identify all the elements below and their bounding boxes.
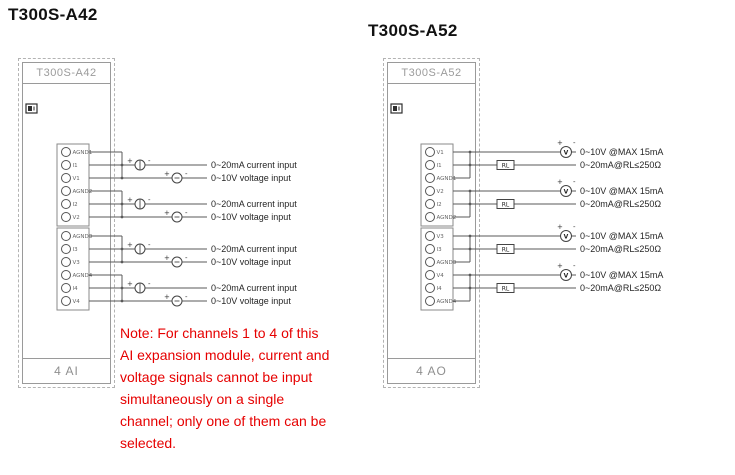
minus-sign: - [185, 254, 188, 262]
minus-sign: - [573, 139, 576, 147]
voltmeter-letter: V [564, 188, 569, 195]
minus-sign: - [185, 209, 188, 217]
voltage-output-label: 0~10V @MAX 15mA [580, 270, 663, 280]
voltage-source-symbol [171, 295, 183, 307]
plus-sign: + [557, 262, 563, 270]
minus-sign: - [185, 170, 188, 178]
current-source-symbol [134, 198, 146, 210]
title-a52: T300S-A52 [368, 21, 458, 40]
load-resistor-box [496, 283, 515, 293]
voltage-input-label: 0~10V voltage input [211, 212, 291, 222]
minus-sign: - [148, 157, 151, 165]
module-a52: T300S-A52 4 AO [383, 58, 480, 388]
voltage-input-label: 0~10V voltage input [211, 257, 291, 267]
junction-dot [120, 215, 124, 219]
module-a52-header-label: T300S-A52 [388, 63, 475, 84]
voltage-output-label: 0~10V @MAX 15mA [580, 231, 663, 241]
module-a42-footer-label: 4 AI [23, 358, 110, 383]
minus-sign: - [148, 280, 151, 288]
plus-sign: + [164, 293, 170, 301]
load-resistor-box [496, 199, 515, 209]
current-input-label: 0~20mA current input [211, 244, 297, 254]
voltage-source-symbol [171, 172, 183, 184]
module-a42: T300S-A42 4 AI [18, 58, 115, 388]
voltmeter-symbol [560, 185, 572, 197]
load-resistor-box [496, 160, 515, 170]
voltmeter-letter: V [564, 272, 569, 279]
plus-sign: + [164, 209, 170, 217]
plus-sign: + [127, 280, 133, 288]
minus-sign: - [573, 223, 576, 231]
plus-sign: + [127, 157, 133, 165]
voltage-source-symbol [171, 211, 183, 223]
module-a52-frame: T300S-A52 4 AO [387, 62, 476, 384]
voltmeter-symbol [560, 230, 572, 242]
voltage-output-label: 0~10V @MAX 15mA [580, 186, 663, 196]
module-a42-frame: T300S-A42 4 AI [22, 62, 111, 384]
note-line-1: Note: For channels 1 to 4 of this [120, 325, 319, 341]
voltage-input-label: 0~10V voltage input [211, 173, 291, 183]
module-a52-footer-label: 4 AO [388, 358, 475, 383]
voltmeter-symbol [560, 146, 572, 158]
junction-dot [120, 286, 124, 290]
junction-dot [120, 299, 124, 303]
plus-sign: + [164, 170, 170, 178]
junction-dot [120, 260, 124, 264]
voltmeter-letter: V [564, 233, 569, 240]
note-line-6: selected. [120, 435, 177, 451]
module-a42-header-label: T300S-A42 [23, 63, 110, 84]
voltage-source-symbol [171, 256, 183, 268]
voltage-output-label: 0~10V @MAX 15mA [580, 147, 663, 157]
plus-sign: + [127, 196, 133, 204]
plus-sign: + [557, 223, 563, 231]
junction-dot [120, 202, 124, 206]
current-source-symbol [134, 282, 146, 294]
current-output-label: 0~20mA@RL≤250Ω [580, 283, 661, 293]
current-input-label: 0~20mA current input [211, 199, 297, 209]
junction-dot [120, 176, 124, 180]
note-line-3: voltage signals cannot be input [120, 369, 313, 385]
current-output-label: 0~20mA@RL≤250Ω [580, 199, 661, 209]
current-source-symbol [134, 159, 146, 171]
current-input-label: 0~20mA current input [211, 160, 297, 170]
minus-sign: - [573, 262, 576, 270]
load-resistor-label: RL [502, 201, 510, 208]
current-output-label: 0~20mA@RL≤250Ω [580, 244, 661, 254]
load-resistor-label: RL [502, 285, 510, 292]
junction-dot [120, 247, 124, 251]
current-input-label: 0~20mA current input [211, 283, 297, 293]
current-source-symbol [134, 243, 146, 255]
voltmeter-symbol [560, 269, 572, 281]
voltmeter-letter: V [564, 149, 569, 156]
minus-sign: - [148, 241, 151, 249]
current-output-label: 0~20mA@RL≤250Ω [580, 160, 661, 170]
load-resistor-box [496, 244, 515, 254]
note-line-2: AI expansion module, current and [120, 347, 330, 363]
plus-sign: + [557, 139, 563, 147]
plus-sign: + [127, 241, 133, 249]
load-resistor-label: RL [502, 162, 510, 169]
note-block: Note: For channels 1 to 4 of this AI exp… [120, 322, 329, 454]
plus-sign: + [557, 178, 563, 186]
minus-sign: - [573, 178, 576, 186]
note-line-4: simultaneously on a single [120, 391, 285, 407]
minus-sign: - [148, 196, 151, 204]
junction-dot [120, 163, 124, 167]
note-line-5: channel; only one of them can be [120, 413, 327, 429]
title-a42: T300S-A42 [8, 5, 98, 24]
plus-sign: + [164, 254, 170, 262]
load-resistor-label: RL [502, 246, 510, 253]
minus-sign: - [185, 293, 188, 301]
voltage-input-label: 0~10V voltage input [211, 296, 291, 306]
